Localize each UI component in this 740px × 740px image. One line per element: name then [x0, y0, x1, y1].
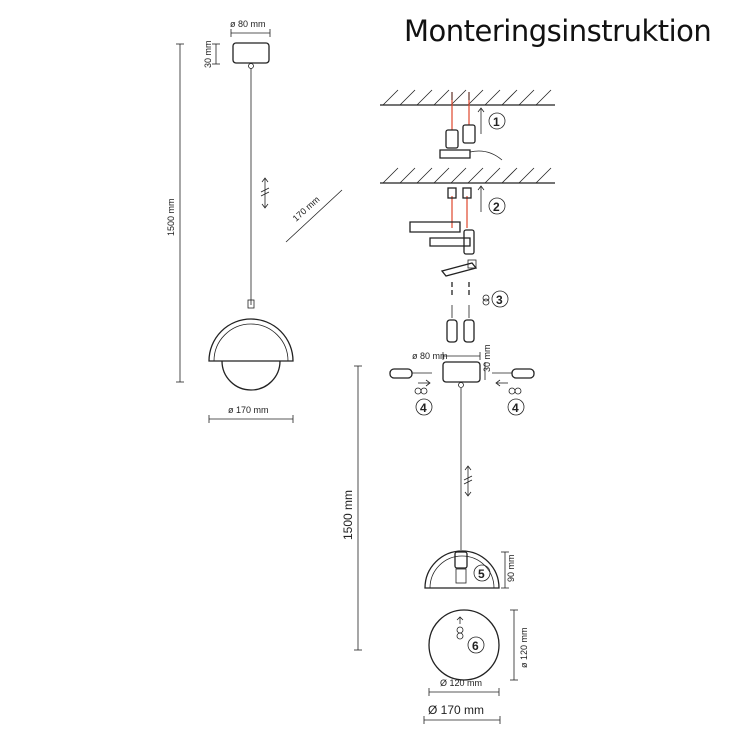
- step-6-number: 6: [472, 639, 479, 653]
- step-3-bracket-screws: 3: [440, 259, 509, 343]
- step-3-number: 3: [496, 293, 503, 307]
- step-6-badge: [467, 636, 485, 654]
- step-4-left-badge: [415, 398, 433, 416]
- assembly-globe-diameter-label: Ø 120 mm: [440, 678, 482, 688]
- step-4-left-number: 4: [420, 401, 427, 415]
- assembly-globe-height-label: ø 120 mm: [519, 627, 529, 668]
- overview-lamp: [208, 299, 294, 391]
- page-title: Monteringsinstruktion: [404, 14, 712, 48]
- overview-adjust-length-label: 170 mm: [291, 194, 322, 223]
- step-1-number: 1: [493, 115, 500, 129]
- assembly-cable-length-label: 1500 mm: [341, 490, 355, 540]
- assembly-shade: [424, 550, 500, 589]
- step-3-badge: [491, 290, 509, 308]
- overview-canopy-diameter-label: ø 80 mm: [230, 19, 266, 29]
- step-1-badge: [488, 112, 506, 130]
- total-diameter: Ø 170 mm: [423, 703, 501, 724]
- step-5-badge: [473, 564, 491, 582]
- overview-globe: [221, 360, 281, 391]
- assembly-shade-height-label: 90 mm: [506, 554, 516, 582]
- assembly-total-diameter-label: Ø 170 mm: [428, 703, 484, 717]
- assembly-canopy-diameter-label: ø 80 mm: [412, 351, 448, 361]
- step-5-number: 5: [478, 567, 485, 581]
- overview-ceiling-canopy: [232, 42, 270, 64]
- step-4-right-number: 4: [512, 401, 519, 415]
- step-2-wire-connection: 2: [380, 167, 555, 255]
- step-2-badge: [488, 197, 506, 215]
- overview-adjust-dim-line: [285, 189, 343, 243]
- overview-shade-diameter-label: ø 170 mm: [228, 405, 269, 415]
- overview-shade: [208, 318, 294, 362]
- assembly-cable: 1500 mm: [341, 365, 473, 651]
- overview-cable-length-label: 1500 mm: [166, 198, 176, 236]
- overview-canopy-height-label: 30 mm: [203, 40, 213, 68]
- assembly-canopy-height-label: 30 mm: [482, 344, 492, 372]
- step-6-globe: 6 ø 120 mm Ø 120 mm: [428, 609, 529, 696]
- step-4-canopy: ø 80 mm 30 mm 4 4: [389, 344, 535, 416]
- step-1-ceiling-mount: 1: [380, 89, 555, 161]
- assembly-globe: [428, 609, 500, 681]
- step-4-right-badge: [507, 398, 525, 416]
- step-5-shade: 90 mm 5: [424, 550, 516, 589]
- overview-drawing: ø 80 mm 30 mm 170 mm 1500 mm: [166, 19, 343, 423]
- step-2-number: 2: [493, 200, 500, 214]
- assembly-ceiling-canopy: [442, 361, 481, 383]
